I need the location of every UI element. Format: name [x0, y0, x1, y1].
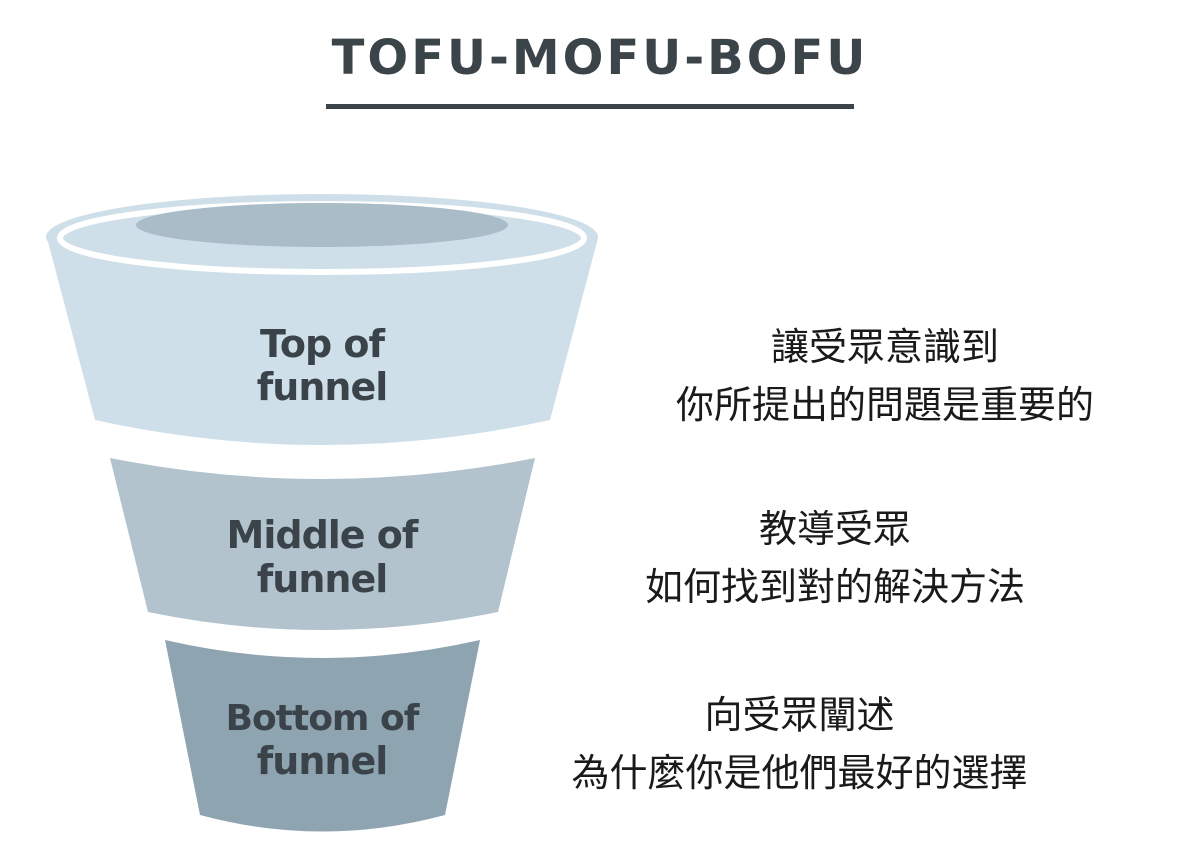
- stage-middle-label-line1: Middle of: [227, 513, 419, 557]
- stage-bottom-label-line2: funnel: [257, 739, 388, 783]
- stage-bottom-description-line1: 向受眾闡述: [704, 693, 895, 737]
- stage-bottom-label-line1: Bottom of: [226, 698, 420, 739]
- stage-middle-description-line2: 如何找到對的解決方法: [644, 565, 1025, 609]
- diagram-title: TOFU-MOFU-BOFU: [331, 30, 869, 86]
- funnel-rim-opening: [136, 203, 508, 247]
- funnel-stage-middle: Middle of funnel: [110, 458, 535, 630]
- stage-top-description-line2: 你所提出的問題是重要的: [675, 383, 1094, 427]
- stage-middle-description: 教導受眾 如何找到對的解決方法: [595, 500, 1075, 616]
- funnel-stage-bottom: Bottom of funnel: [165, 640, 480, 832]
- funnel-stage-top-body: [47, 238, 598, 445]
- stage-bottom-description: 向受眾闡述 為什麼你是他們最好的選擇: [512, 686, 1087, 802]
- funnel-stage-bottom-body: [165, 640, 480, 832]
- stage-top-label-line1: Top of: [260, 322, 386, 366]
- stage-middle-label-line2: funnel: [257, 557, 388, 601]
- stage-top-description-line1: 讓受眾意識到: [770, 325, 999, 369]
- funnel-stage-middle-body: [110, 458, 535, 630]
- stage-bottom-description-line2: 為什麼你是他們最好的選擇: [571, 751, 1028, 795]
- stage-top-label-line2: funnel: [257, 365, 388, 409]
- stage-middle-description-line1: 教導受眾: [758, 507, 911, 551]
- funnel-stage-top: Top of funnel: [46, 194, 598, 445]
- stage-top-description: 讓受眾意識到 你所提出的問題是重要的: [620, 318, 1150, 434]
- title-underline: [326, 104, 854, 109]
